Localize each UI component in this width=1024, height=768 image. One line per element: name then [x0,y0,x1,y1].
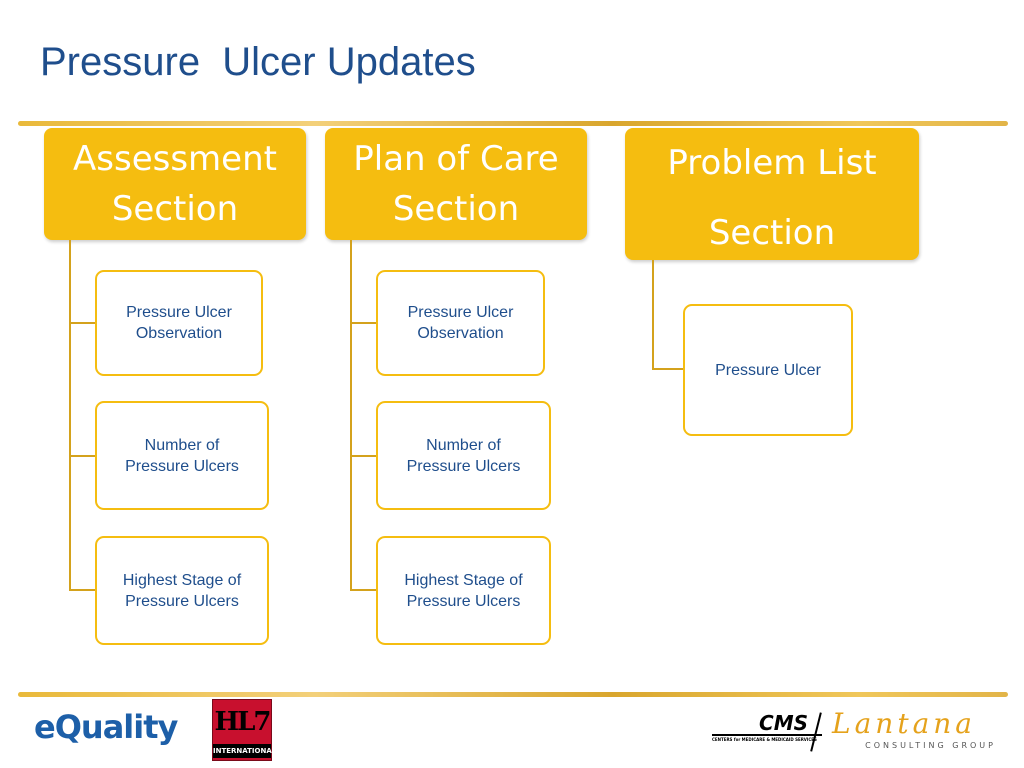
pressure-ulcer-observation-box: Pressure Ulcer Observation [95,270,263,376]
lantana-logo-caption: CONSULTING GROUP [865,741,996,750]
header-line-1: Plan of Care [353,139,559,179]
hl7-logo-caption: INTERNATIONAL [213,744,276,758]
box-label: Highest Stage of Pressure Ulcers [122,571,242,610]
number-of-pressure-ulcers-box: Number of Pressure Ulcers [95,401,269,510]
header-line-2: Section [708,213,836,253]
cms-logo: CMS CENTERS for MEDICARE & MEDICAID SERV… [712,712,822,752]
box-label: Pressure Ulcer [715,361,821,379]
pressure-ulcer-box: Pressure Ulcer [683,304,853,436]
connector-branch [69,322,96,324]
number-of-pressure-ulcers-box: Number of Pressure Ulcers [376,401,551,510]
connector-trunk [350,240,352,590]
connector-branch [69,589,96,591]
header-line-2: Section [392,189,520,229]
connector-branch [69,455,96,457]
header-line-2: Section [111,189,239,229]
header-line-1: Assessment [73,139,277,179]
page-title: Pressure Ulcer Updates [40,40,476,84]
header-line-1: Problem List [667,143,877,183]
highest-stage-box: Highest Stage of Pressure Ulcers [95,536,269,645]
lantana-logo-text: Lantana [832,707,976,740]
connector-branch [350,322,377,324]
cms-logo-caption: CENTERS for MEDICARE & MEDICAID SERVICES [712,737,817,742]
assessment-section-header: Assessment Section [44,128,306,240]
pressure-ulcer-observation-box: Pressure Ulcer Observation [376,270,545,376]
box-label: Pressure Ulcer Observation [407,304,514,342]
plan-of-care-section-header: Plan of Care Section [325,128,587,240]
box-label: Number of Pressure Ulcers [125,436,239,475]
top-divider [18,121,1008,126]
problem-list-section-header: Problem List Section [625,128,919,260]
equality-logo-text: eQuality [34,708,178,746]
hl7-logo-mark: HL7 [214,707,272,737]
lantana-logo: Lantana CONSULTING GROUP [832,708,1002,754]
connector-branch [350,455,377,457]
connector-trunk [652,260,654,370]
equality-logo: eQuality [34,708,178,752]
box-label: Number of Pressure Ulcers [406,436,521,475]
hl7-logo: HL7 INTERNATIONAL [212,699,276,761]
connector-branch [350,589,377,591]
bottom-divider [18,692,1008,697]
box-label: Highest Stage of Pressure Ulcers [404,571,523,610]
connector-trunk [69,240,71,590]
box-label: Pressure Ulcer Observation [126,304,232,342]
connector-branch [652,368,685,370]
highest-stage-box: Highest Stage of Pressure Ulcers [376,536,551,645]
cms-logo-text: CMS [712,712,822,736]
